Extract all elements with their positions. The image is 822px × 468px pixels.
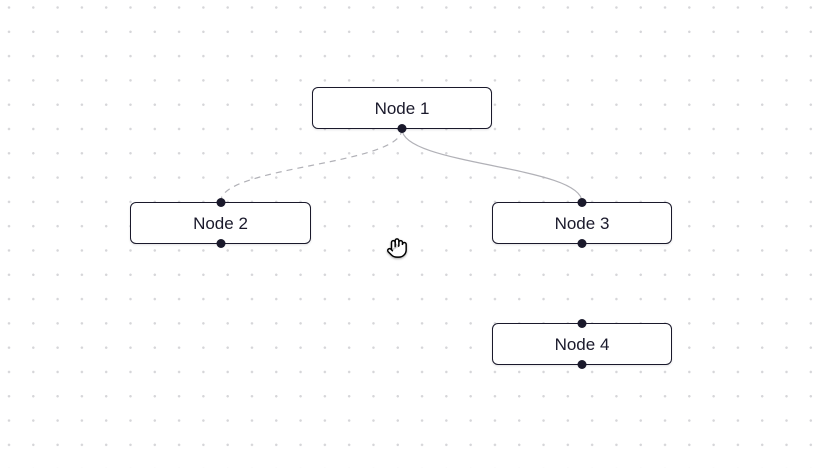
node-3-source-handle[interactable] <box>577 239 587 248</box>
node-4-target-handle[interactable] <box>577 319 587 328</box>
node-label: Node 2 <box>193 213 248 233</box>
node-3-target-handle[interactable] <box>577 198 587 207</box>
node-1[interactable]: Node 1 <box>312 87 492 133</box>
node-2[interactable]: Node 2 <box>130 198 311 248</box>
node-label: Node 1 <box>374 98 430 118</box>
edge-e1-3[interactable] <box>401 128 583 203</box>
node-2-target-handle[interactable] <box>216 198 225 207</box>
edge-e1-2[interactable] <box>219 128 403 203</box>
node-1-source-handle[interactable] <box>397 124 407 133</box>
node-4[interactable]: Node 4 <box>492 319 672 369</box>
node-3[interactable]: Node 3 <box>492 198 672 248</box>
node-label: Node 3 <box>554 213 610 233</box>
node-4-source-handle[interactable] <box>577 360 587 369</box>
node-2-source-handle[interactable] <box>216 239 225 248</box>
node-label: Node 4 <box>554 334 610 354</box>
